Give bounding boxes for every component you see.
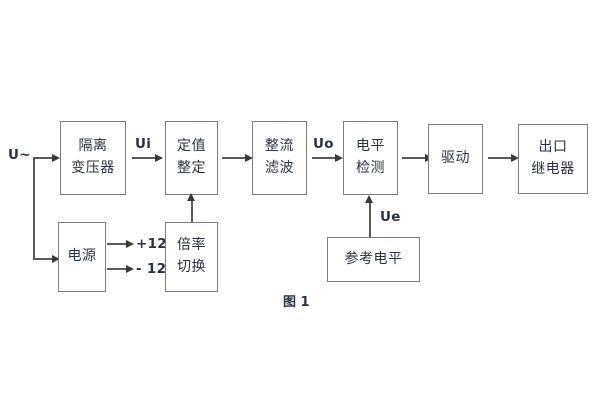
arrowhead-rail-negative: [126, 264, 134, 273]
wire-drive-to-output-relay: [488, 157, 512, 159]
arrowhead-into-setting-value-from-multiplier: [187, 193, 196, 201]
block-setting-value[interactable]: 定值 整定: [165, 121, 218, 195]
block-multiplier-switch[interactable]: 倍率 切换: [165, 222, 218, 292]
wire-isolation-to-setting: [132, 157, 156, 159]
block-output-relay-line2: 继电器: [531, 161, 575, 177]
arrowhead-into-level-detect-from-reference: [365, 195, 374, 203]
signal-label-uo: Uo: [313, 136, 334, 152]
wire-setting-to-rectify: [222, 157, 246, 159]
block-level-detect-line2: 检测: [356, 160, 385, 176]
signal-label-input-source: U~: [8, 147, 31, 163]
arrowhead-into-level-detect: [335, 153, 343, 162]
block-rectify-filter-line1: 整流: [265, 138, 294, 155]
signal-label-ue: Ue: [380, 209, 401, 225]
figure-caption: 图 1: [283, 295, 310, 310]
block-rectify-filter-line2: 滤波: [265, 160, 294, 176]
arrowhead-into-output-relay: [511, 153, 519, 162]
block-output-relay-line1: 出口: [538, 139, 568, 156]
wire-rail-negative: [107, 268, 127, 270]
signal-label-ui: Ui: [135, 136, 152, 152]
block-rectify-filter[interactable]: 整流 滤波: [252, 121, 307, 195]
wire-multiplier-to-setting: [191, 200, 193, 222]
block-power-supply-line1: 电源: [67, 248, 97, 265]
wire-branch-to-power-supply: [33, 258, 53, 260]
block-multiplier-switch-line2: 切换: [177, 259, 206, 275]
block-power-supply[interactable]: 电源: [58, 222, 106, 292]
block-setting-value-line2: 整定: [177, 160, 206, 176]
wire-level-detect-to-drive: [402, 157, 426, 159]
wire-reference-to-level-detect: [369, 202, 371, 237]
block-isolation-transformer-line2: 变压器: [71, 160, 115, 176]
block-isolation-transformer-line1: 隔离: [78, 138, 108, 155]
wire-rail-positive: [107, 243, 127, 245]
arrowhead-rail-positive: [126, 239, 134, 248]
block-drive[interactable]: 驱动: [428, 124, 483, 194]
block-level-detect-line1: 电平: [356, 138, 385, 155]
wire-branch-to-isolation: [33, 157, 53, 159]
block-isolation-transformer[interactable]: 隔离 变压器: [60, 121, 126, 195]
block-output-relay[interactable]: 出口 继电器: [518, 124, 588, 194]
arrowhead-into-power-supply: [52, 254, 60, 263]
arrowhead-into-setting-value: [155, 153, 163, 162]
wire-branch-vertical: [33, 157, 35, 259]
arrowhead-into-rectify-filter: [245, 153, 253, 162]
block-reference-level[interactable]: 参考电平: [327, 237, 420, 282]
wire-rectify-to-level-detect: [312, 157, 336, 159]
block-multiplier-switch-line1: 倍率: [177, 237, 206, 254]
arrowhead-into-isolation-transformer: [52, 153, 60, 162]
block-drive-line1: 驱动: [441, 150, 470, 167]
block-reference-level-line1: 参考电平: [344, 250, 403, 267]
block-setting-value-line1: 定值: [177, 138, 206, 155]
block-level-detect[interactable]: 电平 检测: [343, 121, 398, 195]
